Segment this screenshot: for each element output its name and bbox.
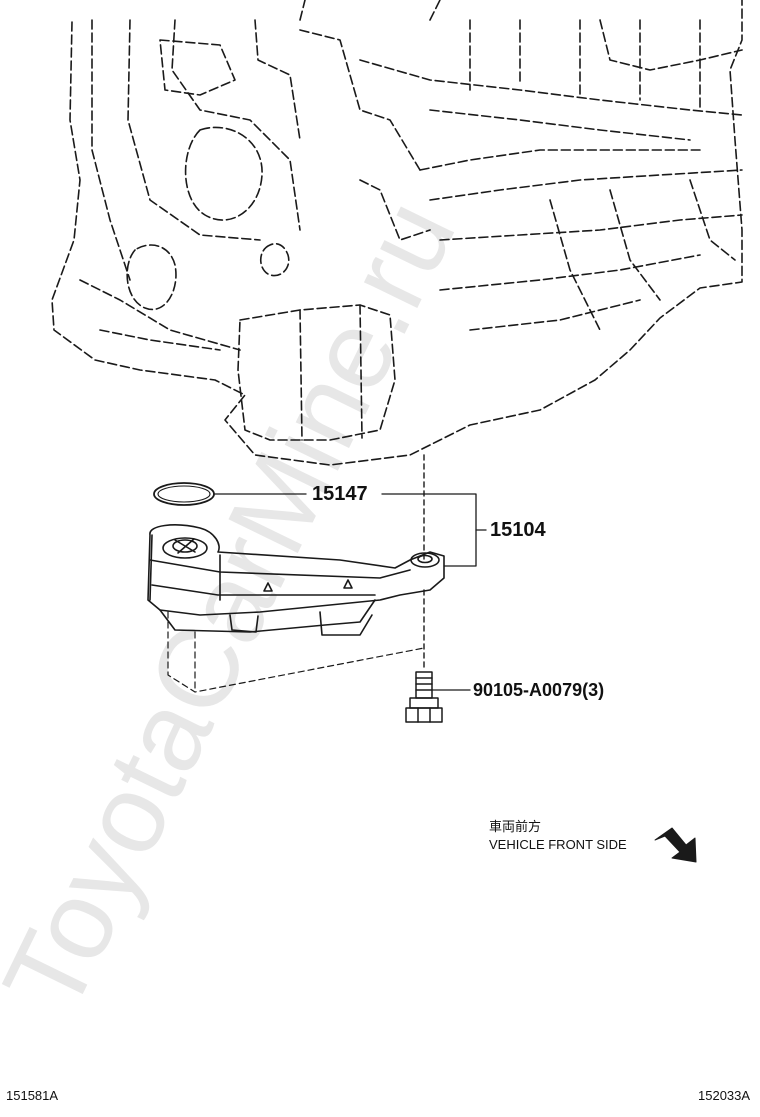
part-label-15147[interactable]: 15147 [312, 483, 368, 505]
engine-block-outline [51, 0, 743, 466]
bolt-part [405, 671, 443, 723]
direction-label-en: VEHICLE FRONT SIDE [489, 837, 627, 852]
watermark: ToyotaCarMine.ru [0, 181, 479, 1030]
front-direction-arrow-icon [654, 827, 697, 863]
figure-code-right: 152033A [698, 1088, 751, 1103]
oil-strainer-part [147, 524, 445, 636]
direction-label-jp: 車両前方 [489, 819, 542, 834]
strainer-phantom-outline [167, 611, 425, 693]
figure-code-left: 151581A [6, 1088, 59, 1103]
leader-lines [213, 493, 487, 691]
part-label-90105-a0079[interactable]: 90105-A0079(3) [473, 680, 605, 700]
part-label-15104[interactable]: 15104 [490, 519, 546, 541]
